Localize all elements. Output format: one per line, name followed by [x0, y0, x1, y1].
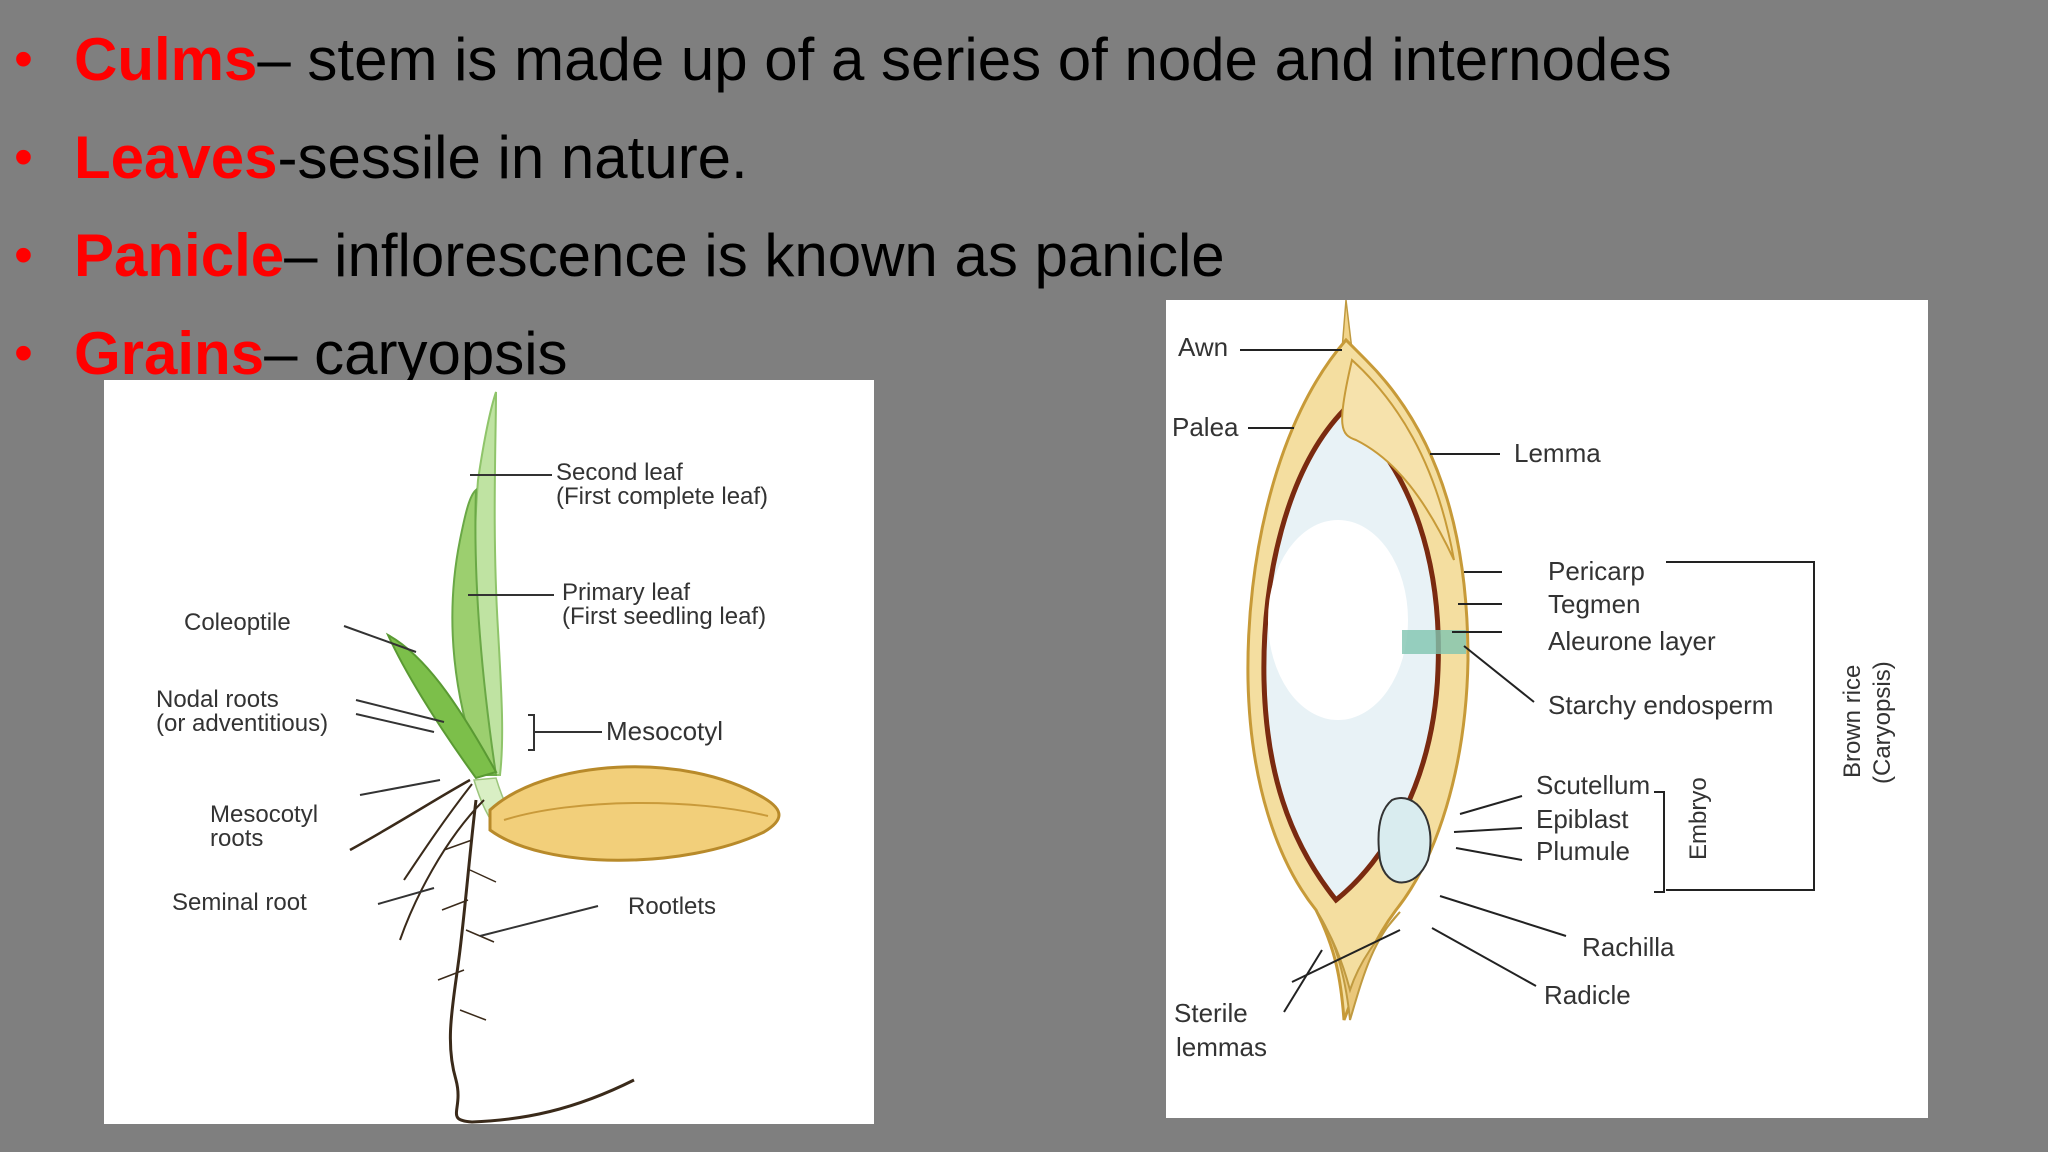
nodal-root-shape [349, 778, 471, 852]
label-lemmas: lemmas [1176, 1032, 1267, 1062]
seed-shape [488, 765, 781, 862]
embryo-shape [1377, 797, 1432, 884]
bullet-desc: – inflorescence is known as panicle [284, 221, 1225, 289]
label-pericarp: Pericarp [1548, 556, 1645, 586]
bullet-culms: • Culms – stem is made up of a series of… [14, 10, 1672, 108]
label-rachilla: Rachilla [1582, 932, 1675, 962]
bullet-term: Panicle [74, 221, 285, 289]
lemma-flap [1341, 358, 1455, 561]
label-tegmen: Tegmen [1548, 589, 1641, 619]
bullet-desc: – stem is made up of a series of node an… [257, 25, 1672, 93]
label-primary-leaf: Primary leaf [562, 579, 690, 606]
bullet-leaves: • Leaves -sessile in nature. [14, 108, 1672, 206]
bullet-term: Culms [74, 25, 258, 93]
label-plumule: Plumule [1536, 836, 1630, 866]
bullet-term: Leaves [74, 123, 278, 191]
label-primary-leaf-sub: (First seedling leaf) [562, 603, 766, 630]
bullet-term: Grains [74, 319, 265, 387]
seedling-diagram: Second leaf (First complete leaf) Primar… [104, 380, 874, 1124]
label-mesocotyl-roots: Mesocotyl [210, 801, 318, 828]
label-palea: Palea [1172, 412, 1239, 442]
label-coleoptile: Coleoptile [184, 609, 291, 636]
label-mesocotyl: Mesocotyl [606, 716, 723, 746]
label-awn: Awn [1178, 332, 1228, 362]
label-epiblast: Epiblast [1536, 804, 1629, 834]
label-radicle: Radicle [1544, 980, 1631, 1010]
grain-diagram: Awn Palea Lemma Pericarp Tegmen Aleurone… [1166, 299, 1928, 1118]
label-rootlets: Rootlets [628, 893, 716, 920]
grain-leader-lines [1240, 349, 1815, 1013]
primary-leaf-shape [451, 487, 498, 776]
seed-line [503, 801, 769, 821]
label-scutellum: Scutellum [1536, 770, 1650, 800]
mesocotyl-root-shape [399, 799, 485, 941]
label-embryo: Embryo [1685, 777, 1712, 860]
bullet-dot: • [14, 225, 33, 285]
sterile-lemma-shape [1315, 909, 1401, 1021]
seedling-svg: Second leaf (First complete leaf) Primar… [156, 391, 781, 1124]
coleoptile-shape [385, 632, 498, 780]
bullet-grains: • Grains – caryopsis [14, 304, 1672, 402]
grain-svg: Awn Palea Lemma Pericarp Tegmen Aleurone… [1172, 299, 1896, 1062]
label-nodal-roots: Nodal roots [156, 686, 279, 713]
rootlet [437, 839, 497, 1021]
bullet-dot: • [14, 127, 33, 187]
bullet-dot: • [14, 323, 33, 383]
label-mesocotyl-roots-sub: roots [210, 825, 263, 852]
bullet-panicle: • Panicle – inflorescence is known as pa… [14, 206, 1672, 304]
label-seminal-root: Seminal root [172, 889, 307, 916]
aleurone-patch [1402, 630, 1466, 654]
label-sterile: Sterile [1174, 998, 1248, 1028]
label-nodal-roots-sub: (or adventitious) [156, 710, 328, 737]
seminal-root-shape [448, 799, 635, 1124]
label-caryopsis: (Caryopsis) [1869, 661, 1896, 784]
bullet-desc: -sessile in nature. [277, 123, 748, 191]
bullet-list: • Culms – stem is made up of a series of… [14, 10, 1672, 402]
label-aleurone: Aleurone layer [1548, 626, 1716, 656]
bullet-dot: • [14, 29, 33, 89]
label-second-leaf: Second leaf [556, 459, 683, 486]
leader-lines [343, 474, 602, 937]
label-second-leaf-sub: (First complete leaf) [556, 483, 768, 510]
label-lemma: Lemma [1514, 438, 1601, 468]
nodal-root-shape [403, 783, 473, 881]
bullet-desc: – caryopsis [264, 319, 568, 387]
label-brown-rice: Brown rice [1839, 665, 1866, 778]
label-starchy: Starchy endosperm [1548, 690, 1773, 720]
endosperm-highlight [1268, 520, 1408, 720]
